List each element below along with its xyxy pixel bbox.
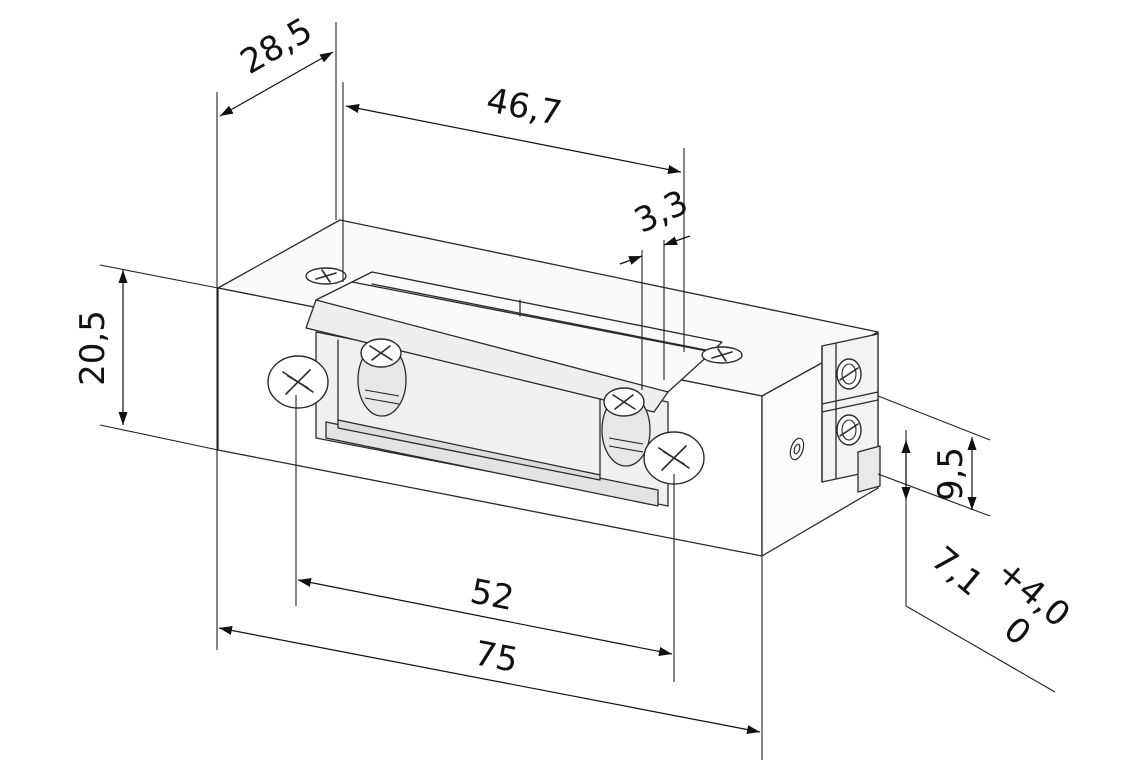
- dim-line-depth: [219, 51, 334, 117]
- mounting-screw-left: [267, 355, 329, 409]
- dim-height: 20,5: [73, 310, 113, 386]
- dim-line-total-length: [218, 625, 761, 735]
- dim-screw-spacing: 52: [467, 571, 517, 619]
- dimension-lines: [118, 51, 977, 735]
- mounting-screw-right: [643, 431, 705, 485]
- top-screw-right: [701, 346, 743, 364]
- latch-recess: [305, 271, 723, 507]
- dim-line-faceplate: [345, 104, 682, 174]
- top-screw-left: [305, 267, 347, 285]
- dim-total-length: 75: [471, 633, 521, 681]
- adjustment-screw-right: [601, 387, 651, 467]
- terminal-screw-bottom: [836, 414, 862, 446]
- terminal-screw-top: [836, 358, 862, 390]
- dim-depth: 28,5: [234, 10, 320, 82]
- extension-lines: [99, 22, 1056, 760]
- adjustment-screw-left: [357, 338, 407, 417]
- dim-faceplate-length: 46,7: [483, 80, 565, 134]
- dim-terminal-height: 9,5: [931, 447, 971, 501]
- terminal-block: [821, 333, 881, 493]
- dim-line-offset: [619, 255, 643, 265]
- dim-adjustment-value: 7,1: [924, 539, 991, 604]
- end-mounting-hole: [789, 437, 805, 461]
